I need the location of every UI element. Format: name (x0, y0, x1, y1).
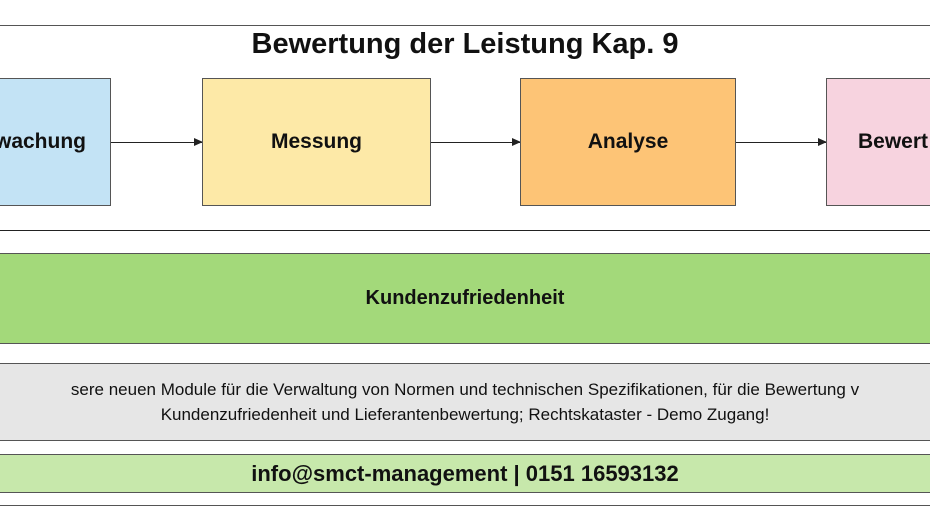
promo-line-1: sere neuen Module für die Verwaltung von… (70, 380, 860, 399)
promo-box: sere neuen Module für die Verwaltung von… (0, 363, 930, 441)
step-label: Messung (270, 130, 362, 153)
step-label: wachung (0, 130, 86, 153)
arrow-3 (736, 138, 827, 146)
customer-satisfaction-label: Kundenzufriedenheit (365, 287, 565, 309)
step-label: Analyse (587, 130, 669, 153)
contact-label[interactable]: info@smct-management | 0151 16593132 (251, 460, 679, 486)
customer-satisfaction-bar: Kundenzufriedenheit (0, 253, 930, 344)
divider (0, 230, 930, 231)
step-label: Bewert (858, 130, 929, 153)
diagram-title: Bewertung der Leistung Kap. 9 (251, 28, 679, 60)
arrow-1 (111, 138, 203, 146)
step-ueberwachung: wachung (0, 78, 111, 206)
step-bewertung: Bewert (826, 78, 930, 206)
promo-line-2: Kundenzufriedenheit und Lieferantenbewer… (160, 405, 770, 424)
bottom-border (0, 505, 930, 506)
arrow-2 (431, 138, 521, 146)
top-border (0, 25, 930, 26)
step-analyse: Analyse (520, 78, 736, 206)
step-messung: Messung (202, 78, 431, 206)
contact-bar[interactable]: info@smct-management | 0151 16593132 (0, 454, 930, 493)
